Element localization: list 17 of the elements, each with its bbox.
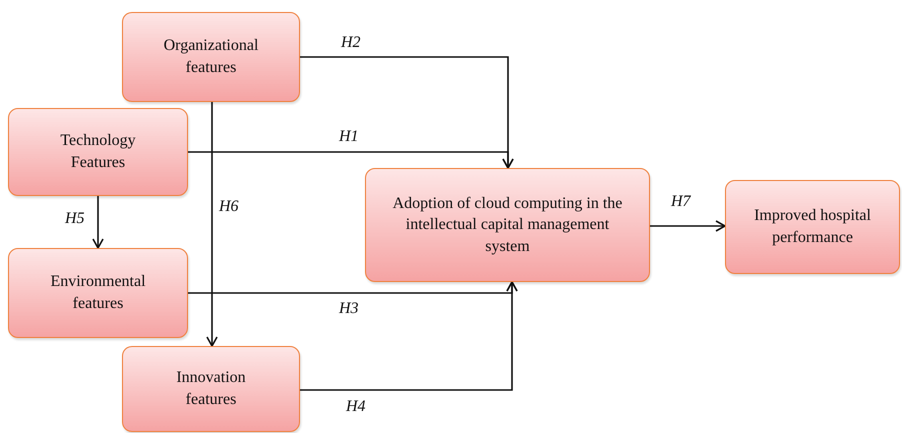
process-box [122, 346, 300, 432]
arrow [188, 151, 514, 169]
process-box [365, 168, 650, 282]
arrow [650, 220, 726, 232]
node-text: Organizational features [162, 36, 260, 78]
process-box [122, 12, 300, 102]
node-text: Environmental features [49, 272, 147, 314]
arrow [92, 196, 104, 249]
node-text: Innovation features [175, 368, 247, 410]
process-box [725, 180, 900, 274]
node-text: Improved hospital performance [754, 206, 871, 248]
arrow [300, 281, 518, 391]
process-box [8, 248, 188, 338]
arrow [206, 102, 218, 347]
node-text: Adoption of cloud computing in the intellectual capital management system [392, 194, 623, 257]
node-text: Technology Features [59, 131, 137, 173]
process-box [8, 108, 188, 196]
